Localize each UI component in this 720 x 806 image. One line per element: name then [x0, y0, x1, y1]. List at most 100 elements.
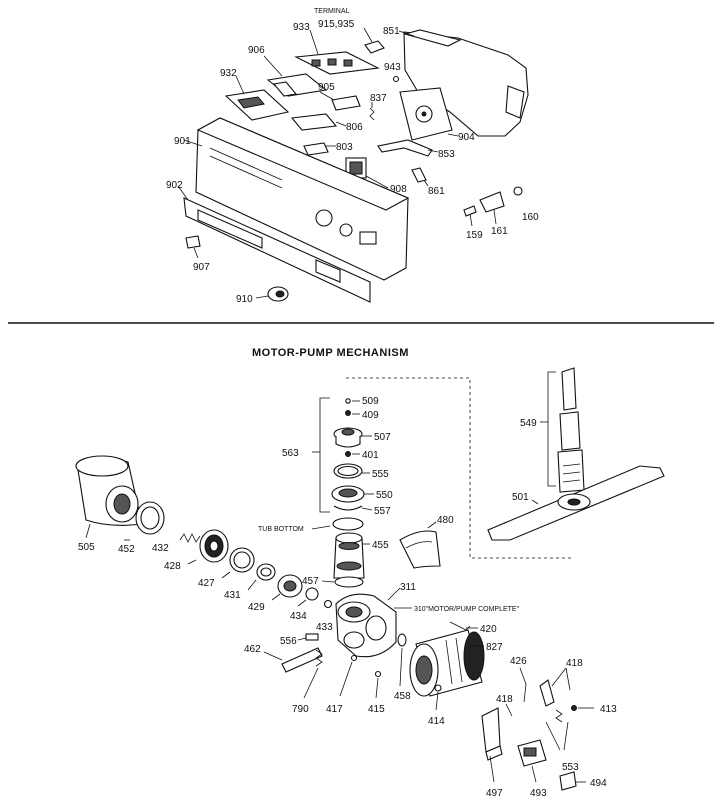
- tub-bottom-label: TUB BOTTOM: [258, 526, 304, 533]
- part-505-inlet: [75, 455, 143, 539]
- label-563: 563: [282, 448, 299, 459]
- label-556: 556: [280, 636, 297, 647]
- label-494: 494: [590, 778, 607, 789]
- part-428-impeller: [187, 529, 229, 565]
- part-159-161-cord: [463, 191, 505, 227]
- part-413-screw: [571, 705, 594, 711]
- label-505: 505: [78, 542, 95, 553]
- part-452-clamp: [124, 501, 165, 541]
- label-452: 452: [118, 544, 135, 555]
- label-790: 790: [292, 704, 309, 715]
- label-433: 433: [316, 622, 333, 633]
- part-509-screw: [345, 398, 360, 404]
- label-431: 431: [224, 590, 241, 601]
- part-455-impeller-housing: [333, 532, 370, 579]
- part-432-spring: [179, 533, 201, 543]
- label-803: 803: [336, 142, 353, 153]
- part-415-screw: [374, 670, 382, 699]
- part-550-seal: [331, 485, 374, 503]
- part-806-label-plate: [290, 113, 347, 131]
- part-904-timer: [399, 87, 459, 141]
- part-932-bracket: [224, 75, 290, 121]
- label-851: 851: [383, 26, 400, 37]
- label-557: 557: [374, 506, 391, 517]
- label-311: 311: [400, 582, 416, 593]
- part-907-clip: [185, 235, 201, 259]
- part-480-duct: [399, 521, 441, 569]
- label-905: 905: [318, 82, 335, 93]
- label-417: 417: [326, 704, 343, 715]
- label-428: 428: [164, 561, 181, 572]
- part-790-spring: [303, 649, 323, 699]
- part-910-knob: [255, 286, 289, 302]
- assembly-dashed-outline: [346, 377, 572, 559]
- label-933: 933: [293, 22, 310, 33]
- bracket-563: [319, 397, 330, 513]
- part-497-bracket: [481, 707, 503, 783]
- part-933-terminal-board: [294, 29, 380, 75]
- part-837-spring: [369, 102, 375, 121]
- part-494-cap: [559, 771, 586, 791]
- part-853-lever: [377, 139, 439, 157]
- terminal-label: TERMINAL: [314, 8, 350, 15]
- part-458-seal: [397, 633, 407, 687]
- tub-bottom-ring: [332, 517, 364, 531]
- label-906: 906: [248, 45, 265, 56]
- label-462: 462: [244, 644, 261, 655]
- label-908: 908: [390, 184, 407, 195]
- label-418-a: 418: [566, 658, 583, 669]
- label-915-935: 915,935: [318, 19, 355, 30]
- part-902-front-panel: [177, 185, 371, 303]
- label-943: 943: [384, 62, 401, 73]
- label-806: 806: [346, 122, 363, 133]
- label-902: 902: [166, 180, 183, 191]
- part-420-clip: [449, 621, 478, 631]
- label-553: 553: [562, 762, 579, 773]
- label-420: 420: [480, 624, 497, 635]
- part-401-nut: [345, 451, 360, 457]
- label-480: 480: [437, 515, 454, 526]
- label-550: 550: [376, 490, 393, 501]
- part-861-bracket: [411, 167, 429, 187]
- part-803-button: [303, 142, 336, 156]
- label-932: 932: [220, 68, 237, 79]
- part-553-spring: [545, 709, 569, 751]
- label-458: 458: [394, 691, 411, 702]
- label-493: 493: [530, 788, 547, 799]
- part-160-grommet: [513, 186, 523, 196]
- label-161: 161: [491, 226, 508, 237]
- label-910: 910: [236, 294, 253, 305]
- label-432: 432: [152, 543, 169, 554]
- part-311-pump-housing: [335, 587, 401, 658]
- part-906-bracket: [263, 55, 328, 97]
- part-427-plate: [221, 547, 255, 579]
- label-455: 455: [372, 540, 389, 551]
- label-427: 427: [198, 578, 215, 589]
- motor-pump-complete-label: 310"MOTOR/PUMP COMPLETE": [414, 606, 520, 613]
- part-549-spray-tube: [540, 367, 585, 493]
- label-159: 159: [466, 230, 483, 241]
- label-160: 160: [522, 212, 539, 223]
- label-901: 901: [174, 136, 191, 147]
- part-434-nut: [297, 587, 319, 607]
- part-905-clip: [319, 91, 361, 111]
- label-509: 509: [362, 396, 379, 407]
- part-915-935-terminal: [363, 27, 385, 54]
- label-415: 415: [368, 704, 385, 715]
- label-549: 549: [520, 418, 537, 429]
- label-457: 457: [302, 576, 319, 587]
- part-426-wire: [519, 667, 527, 703]
- label-426: 426: [510, 656, 527, 667]
- part-851-housing: [398, 29, 529, 137]
- label-413: 413: [600, 704, 617, 715]
- label-409: 409: [362, 410, 379, 421]
- part-557-gasket: [333, 505, 373, 511]
- part-433-washer: [323, 599, 333, 609]
- motor-pump-section: MOTOR-PUMP MECHANISM 563 509 409 507: [75, 347, 665, 799]
- part-462-hose: [263, 647, 323, 673]
- label-418-b: 418: [496, 694, 513, 705]
- part-943-screw: [392, 75, 400, 83]
- part-417-screw: [339, 654, 358, 697]
- label-501: 501: [512, 492, 529, 503]
